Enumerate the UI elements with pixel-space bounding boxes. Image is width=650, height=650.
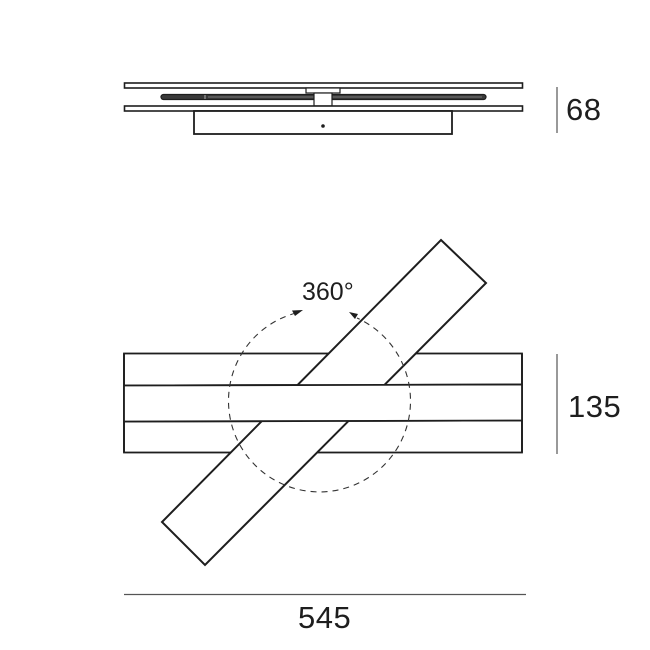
depth-dimension-label: 135 (568, 389, 622, 424)
top-view (123, 238, 523, 567)
connector-stem (313, 92, 333, 107)
top-plate (123, 82, 524, 89)
height-dimension-label: 68 (566, 92, 602, 127)
rotation-arrow-right-icon (349, 312, 358, 319)
side-view (123, 82, 524, 135)
rotation-angle-label: 360° (302, 278, 354, 306)
center-strip-bottom-edge (123, 419, 523, 423)
rotation-arrow-left-icon (292, 310, 303, 316)
center-strip-top-edge (123, 383, 523, 387)
center-strip (124, 385, 522, 421)
rotation-indicator (227, 310, 412, 493)
rotation-dashed-arc (227, 312, 412, 493)
center-dot (321, 124, 325, 128)
base-box (193, 110, 453, 135)
connector-tab (305, 87, 341, 94)
width-dimension-label: 545 (298, 600, 352, 635)
